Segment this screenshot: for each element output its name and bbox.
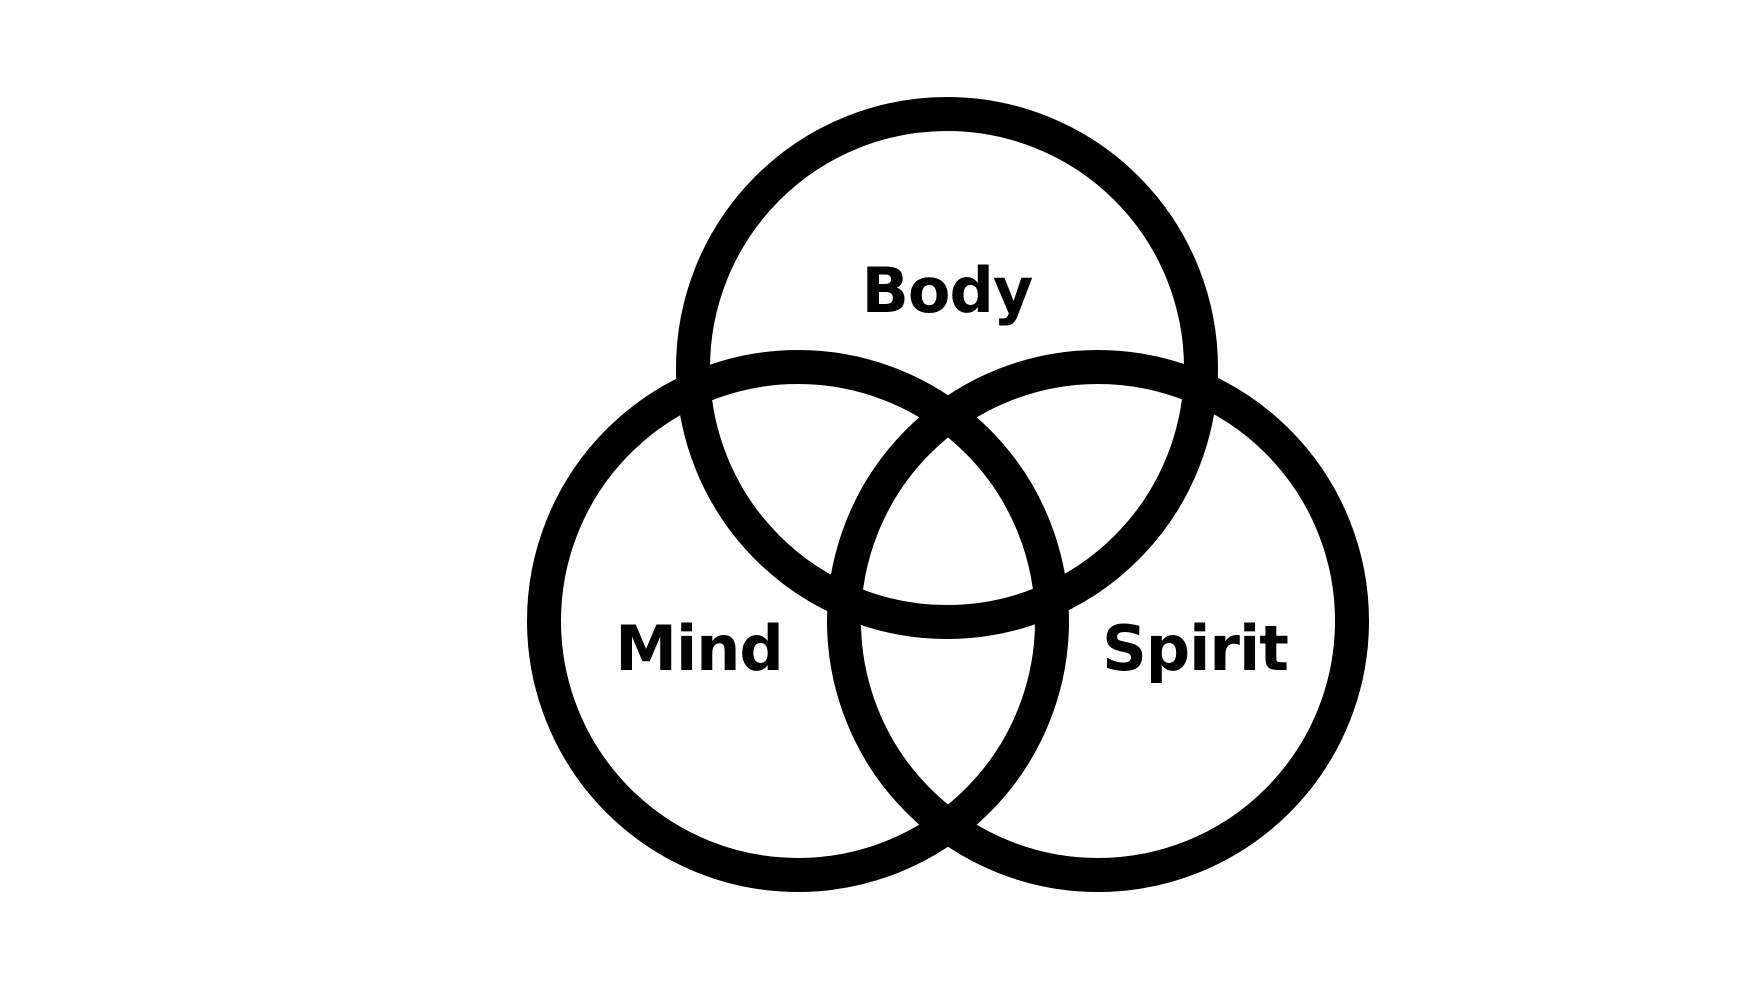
body-label: Body xyxy=(862,254,1033,327)
spirit-label: Spirit xyxy=(1102,612,1288,685)
mind-circle xyxy=(527,350,1069,892)
spirit-circle xyxy=(827,350,1369,892)
mind-label: Mind xyxy=(615,612,782,685)
body-circle xyxy=(676,97,1218,639)
